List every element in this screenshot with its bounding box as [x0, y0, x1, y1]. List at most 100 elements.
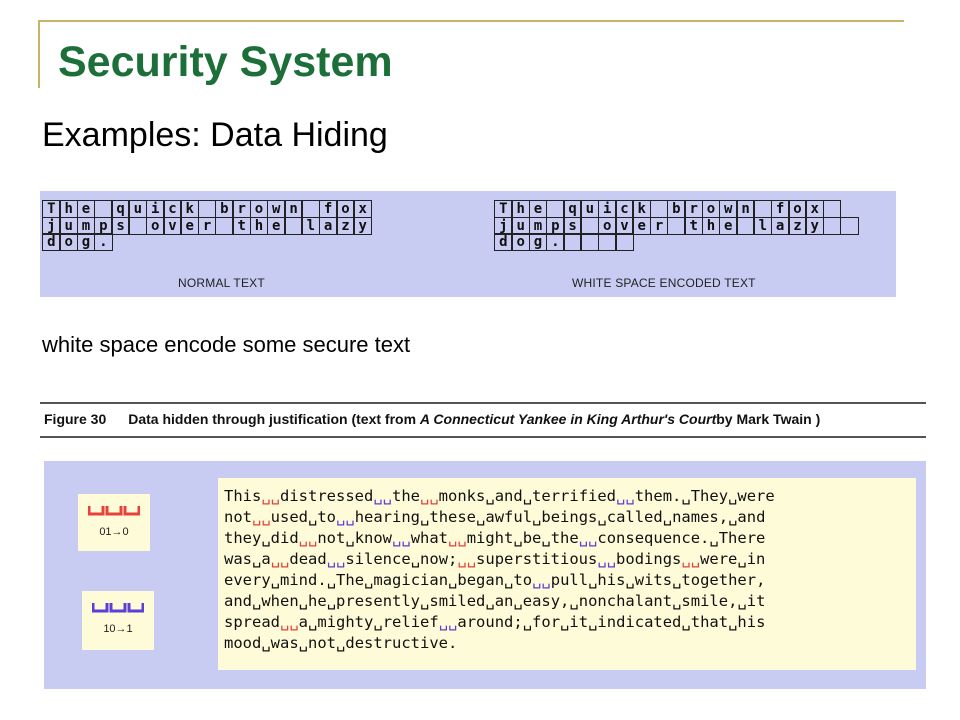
space-mark: ␣ [420, 508, 430, 526]
figure-label: Figure 30 [44, 411, 107, 427]
grid-cell: e [718, 216, 738, 235]
space-mark: ␣ [336, 634, 346, 652]
grid-cell: o [249, 200, 269, 218]
grid-cell: T [494, 200, 513, 218]
grid-cell: o [701, 200, 721, 218]
grid-cell [301, 200, 321, 218]
grid-cell: d [494, 233, 513, 251]
encoded-space-mark: ␣␣ [597, 550, 617, 568]
encoded-space-mark: ␣␣ [261, 487, 280, 505]
grid-cell: j [494, 216, 513, 235]
grid-cell: s [111, 216, 130, 235]
encoded-space-mark: ␣␣ [280, 613, 299, 631]
space-mark: ␣ [298, 592, 309, 610]
figure-caption-title: A Connecticut Yankee in King Arthur's Co… [419, 411, 717, 427]
space-mark: ␣ [298, 634, 309, 652]
grid-cell [128, 216, 148, 235]
encoded-space-mark: ␣␣ [578, 529, 598, 547]
grid-cell [597, 233, 617, 251]
grid-cell: k [632, 200, 652, 218]
encoded-space-mark: ␣␣ [270, 550, 290, 568]
grid-cell [197, 200, 217, 218]
grid-cell: e [76, 200, 96, 218]
space-mark: ␣ [485, 592, 495, 610]
space-mark: ␣ [522, 487, 533, 505]
justified-text: This␣␣distressed␣␣the␣␣monks␣and␣terrifi… [224, 486, 775, 654]
grid-cell: o [788, 200, 807, 218]
grid-cell: y [805, 216, 825, 235]
space-mark: ␣ [513, 529, 523, 547]
grid-cell: d [42, 233, 61, 251]
grid-cell [580, 233, 600, 251]
grid-cell: e [180, 216, 200, 235]
grid-cell: j [42, 216, 61, 235]
encoded-space-mark: ␣␣ [326, 550, 346, 568]
grid-cell: i [597, 200, 617, 218]
grid-cell: m [528, 216, 548, 235]
grid-cell [753, 200, 773, 218]
encoded-space-mark: ␣␣ [298, 529, 318, 547]
encoded-space-mark: ␣␣ [438, 613, 458, 631]
grid-cell: z [788, 216, 807, 235]
grid-cell: l [301, 216, 321, 235]
encoded-space-mark: ␣␣ [392, 529, 411, 547]
grid-cell: r [649, 216, 669, 235]
grid-cell: o [336, 200, 355, 218]
space-mark: ␣ [345, 529, 355, 547]
figure-rule-bottom [40, 436, 926, 438]
key-zero-label: 01→0 [99, 526, 129, 538]
space-mark: ␣ [728, 508, 738, 526]
grid-cell: v [615, 216, 634, 235]
space-mark: ␣ [373, 613, 383, 631]
space-mark: ␣ [728, 613, 738, 631]
encoded-space-mark: ␣␣ [420, 487, 439, 505]
text-line: not␣␣used␣to␣␣hearing␣these␣awful␣beings… [224, 508, 766, 526]
title-frame-left [38, 20, 40, 88]
grid-cell: b [666, 200, 686, 218]
space-mark: ␣ [485, 487, 495, 505]
grid-cell: w [266, 200, 286, 218]
figure-rule-top [40, 402, 926, 404]
grid-cell: q [563, 200, 582, 218]
text-line: spread␣␣a␣mighty␣relief␣␣around;␣for␣it␣… [224, 613, 766, 631]
grid-cell: . [545, 233, 565, 251]
grid-cell: u [511, 216, 531, 235]
grid-cell [545, 200, 565, 218]
grid-cell [649, 200, 669, 218]
grid-cell [580, 216, 600, 235]
grid-cell [839, 216, 859, 235]
grid-cell: a [770, 216, 790, 235]
grid-cell [615, 233, 634, 251]
grid-cell: h [701, 216, 721, 235]
grid-cell: t [684, 216, 704, 235]
text-line: mood␣was␣not␣destructive. [224, 634, 458, 652]
grid-cell: b [214, 200, 234, 218]
space-mark: ␣ [448, 571, 458, 589]
space-mark: ␣ [410, 550, 421, 568]
encoded-space-mark: ␣␣ [532, 571, 551, 589]
grid-cell: u [128, 200, 148, 218]
grid-cell: f [770, 200, 790, 218]
grid-cell [214, 216, 234, 235]
space-mark: ␣ [672, 592, 682, 610]
space-mark: ␣ [681, 487, 691, 505]
grid-cell: r [197, 216, 217, 235]
key-one-label: 10→1 [103, 623, 133, 635]
space-mark: ␣ [308, 508, 318, 526]
grid-cell: n [284, 200, 303, 218]
space-mark: ␣ [270, 571, 281, 589]
grid-comparison-panel [40, 191, 896, 297]
space-mark: ␣ [709, 529, 719, 547]
space-mark: ␣ [597, 508, 607, 526]
grid-cell: u [59, 216, 79, 235]
title-frame-top [38, 20, 904, 22]
grid-cell: p [545, 216, 565, 235]
key-one-box: 10→1 [82, 591, 154, 650]
grid-cell: x [353, 200, 373, 218]
figure-caption-suffix: by Mark Twain ) [716, 411, 821, 427]
